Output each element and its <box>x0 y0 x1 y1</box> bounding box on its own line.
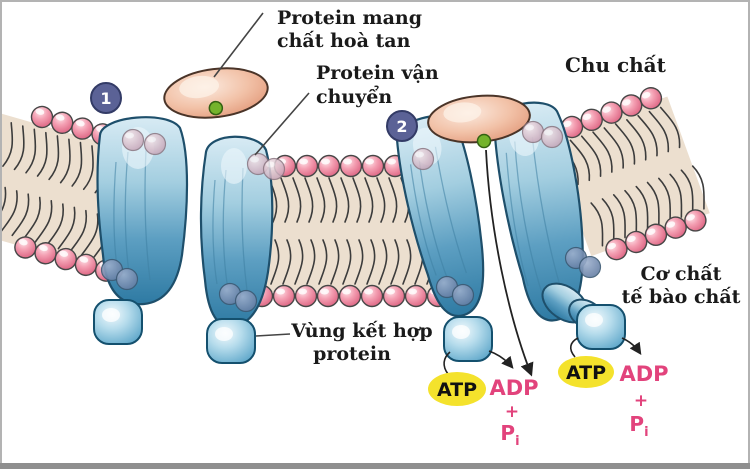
adp-label-2: ADP <box>619 362 668 386</box>
pointer-transport-protein <box>254 92 310 156</box>
atp1-connector <box>443 351 451 375</box>
plus-label-2: + <box>634 391 648 411</box>
carrier-protein-free <box>163 67 269 119</box>
atp2-connector <box>569 337 579 358</box>
atp-oval-1 <box>428 372 486 406</box>
label-solute-carrier-line2: chất hoà tan <box>277 30 411 52</box>
plus-label-1: + <box>505 402 519 422</box>
atp-oval-2 <box>558 356 614 388</box>
lipid-bilayer-right <box>548 84 712 264</box>
solute-transport-arrow <box>485 149 534 377</box>
phosphate-label-1: Pi <box>500 421 519 449</box>
phosphate-sub: i <box>644 425 648 440</box>
label-binding-domain-line2: protein <box>313 343 391 365</box>
atp-label-2: ATP <box>566 362 606 384</box>
label-periplasm: Chu chất <box>565 53 667 77</box>
nbd-ball-1-left <box>93 299 143 345</box>
transporter1-right-subunit <box>199 135 274 328</box>
bottom-bar <box>0 463 750 469</box>
atp-label-1: ATP <box>437 379 477 401</box>
highlight <box>443 102 482 123</box>
highlight <box>179 75 220 99</box>
nbd-ball-1-right <box>206 318 256 364</box>
step-badge-1: 1 <box>90 82 122 114</box>
label-transport-protein-line1: Protein vận <box>316 62 439 84</box>
label-binding-domain-line1: Vùng kết hợp <box>290 320 432 342</box>
nbd-ball-2-right <box>576 304 626 350</box>
membrane-core <box>243 170 445 292</box>
pointer-solute-carrier <box>213 12 264 78</box>
solute-dot-free <box>208 100 224 116</box>
solute-dot-docked <box>476 133 492 149</box>
carrier-protein-docked <box>427 94 531 144</box>
atp1-to-adp-arrow <box>488 350 514 369</box>
phosphate-sub: i <box>515 434 519 449</box>
label-substrate-line2: tế bào chất <box>622 286 741 308</box>
step-badge-2-number: 2 <box>396 117 407 136</box>
pointer-binding-domain <box>255 333 291 337</box>
adp-label-1: ADP <box>489 376 538 400</box>
step-badge-2: 2 <box>386 110 418 142</box>
label-transport-protein-line2: chuyển <box>316 84 392 108</box>
label-substrate-line1: Cơ chất <box>641 263 722 285</box>
lipid-bilayer-center <box>243 154 450 308</box>
step-badge-1-number: 1 <box>100 89 111 108</box>
phosphate-p: P <box>629 412 644 436</box>
phosphate-p: P <box>500 421 515 445</box>
highlight <box>221 148 247 184</box>
atp2-to-adp-arrow <box>621 337 642 355</box>
label-solute-carrier-line1: Protein mang <box>277 7 422 29</box>
nbd-ball-2-left <box>443 316 493 362</box>
phosphate-label-2: Pi <box>629 412 648 440</box>
